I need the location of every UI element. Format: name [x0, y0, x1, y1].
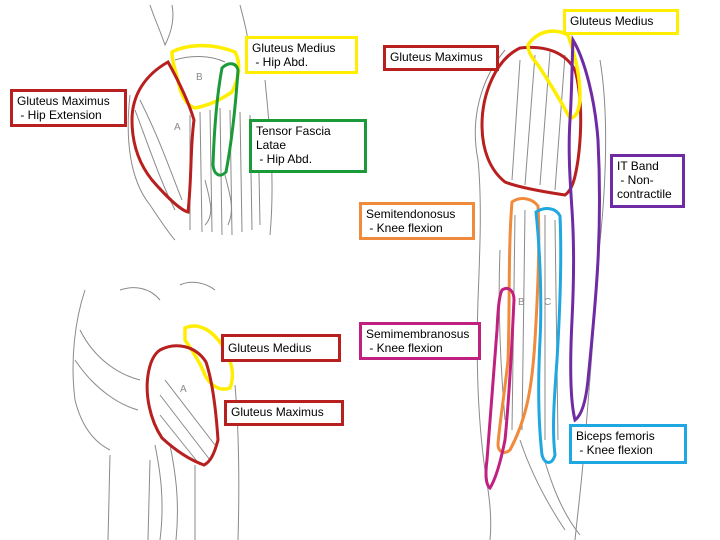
semimembranosus-region: [484, 286, 516, 491]
figure-letter-a-top: A: [174, 122, 181, 133]
label-subtitle: - Hip Extension: [17, 108, 102, 122]
gluteus-medius-region-top: [170, 43, 241, 110]
label-gluteus-medius-hip: Gluteus Medius - Hip Abd.: [245, 36, 358, 74]
gluteus-maximus-region-right: [480, 45, 583, 197]
label-title: Gluteus Maximus: [17, 94, 110, 108]
label-subtitle: - Hip Abd.: [256, 152, 313, 166]
gluteus-maximus-region-top: [130, 59, 196, 214]
figure-letter-a-bottom: A: [180, 384, 187, 395]
label-biceps-femoris: Biceps femoris - Knee flexion: [569, 424, 687, 464]
semitendinosus-region: [496, 197, 541, 454]
label-subtitle: - Knee flexion: [366, 341, 443, 355]
figure-letter-b-top: B: [196, 72, 203, 83]
posterior-hips-sketch: [72, 281, 240, 540]
label-title: Gluteus Maximus: [390, 50, 483, 64]
label-title-line2: Latae: [256, 138, 287, 152]
figure-letter-b-right: B: [518, 297, 525, 308]
label-subtitle: - Knee flexion: [576, 443, 653, 457]
label-title: Biceps femoris: [576, 429, 655, 443]
label-title: IT Band: [617, 159, 659, 173]
gluteus-medius-region-bottom: [183, 324, 235, 391]
it-band-region: [567, 34, 601, 423]
label-subtitle: - Non-: [617, 173, 654, 187]
label-tensor-fascia-latae: Tensor Fascia Latae - Hip Abd.: [249, 119, 367, 173]
label-subtitle-line2: contractile: [617, 187, 672, 201]
label-subtitle: - Hip Abd.: [252, 55, 309, 69]
label-subtitle: - Knee flexion: [366, 221, 443, 235]
label-title: Gluteus Maximus: [231, 405, 324, 419]
label-title: Gluteus Medius: [228, 341, 312, 355]
label-title: Gluteus Medius: [570, 14, 654, 28]
gluteus-maximus-region-bottom: [145, 344, 220, 467]
label-gluteus-maximus-lower: Gluteus Maximus: [224, 400, 344, 426]
figure-letter-c-right: C: [544, 297, 551, 308]
biceps-femoris-region: [534, 207, 563, 464]
label-title: Semitendonosus: [366, 207, 456, 221]
label-title: Tensor Fascia: [256, 124, 331, 138]
label-title: Gluteus Medius: [252, 41, 336, 55]
label-semitendonosus: Semitendonosus - Knee flexion: [359, 202, 475, 240]
label-gluteus-maximus-top-mid: Gluteus Maximus: [383, 45, 499, 71]
label-title: Semimembranosus: [366, 327, 470, 341]
label-gluteus-medius-lower: Gluteus Medius: [221, 334, 341, 362]
tensor-fascia-latae-region: [211, 62, 240, 177]
label-semimembranosus: Semimembranosus - Knee flexion: [359, 322, 481, 360]
label-gluteus-maximus-hip: Gluteus Maximus - Hip Extension: [10, 89, 127, 127]
label-gluteus-medius-top-right: Gluteus Medius: [563, 9, 679, 35]
label-it-band: IT Band - Non- contractile: [610, 154, 685, 208]
